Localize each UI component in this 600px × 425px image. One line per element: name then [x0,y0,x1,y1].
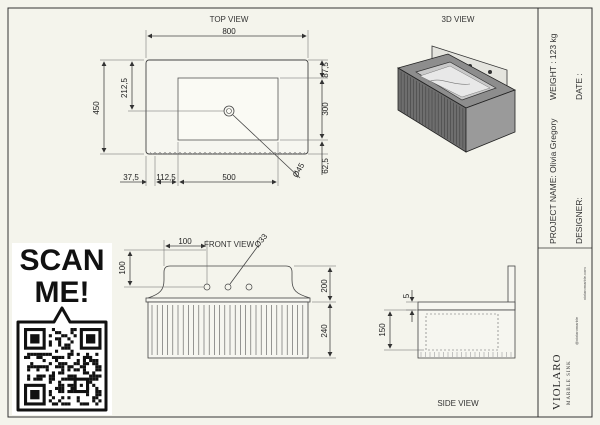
top-view-fluted-edge [149,151,306,155]
qr-code-icon[interactable] [24,328,102,406]
front-view-backsplash [147,265,311,299]
brand-tagline: MARBLE SINK [567,360,572,405]
dim-112-5: 112,5 [156,173,176,182]
dim-450: 450 [92,101,101,115]
dim-side-150: 150 [378,323,387,337]
dim-front-240: 240 [320,324,329,338]
dim-300: 300 [321,102,330,116]
top-view-label: TOP VIEW [210,15,249,24]
three-d-view: 3D VIEW [396,15,516,153]
dim-500: 500 [222,173,236,182]
sheet-border [7,7,593,418]
dim-side-5: 5 [402,293,411,298]
brand-contact-2: violaromarble.com [582,267,587,300]
side-view-label: SIDE VIEW [437,399,479,408]
side-view-body [417,309,516,359]
scan-text: SCAN [19,244,104,277]
three-d-side-face [465,89,516,153]
front-view-fluted-body [147,301,309,359]
dim-front-100-vertical: 100 [118,261,127,275]
weight: WEIGHT : 123 kg [548,33,558,100]
date: DATE : [574,73,584,100]
brand-contact-1: @violaromarble [574,316,579,345]
me-text: ME! [35,276,90,309]
dim-37-5: 37,5 [123,173,139,182]
front-view-tap-hole-right [245,283,253,291]
qr-panel: SCAN ME! [12,243,112,415]
project-name: PROJECT NAME: Olivia Gregory [548,118,558,244]
front-view-tap-hole-left [203,283,211,291]
front-view-label: FRONT VIEW [204,240,255,249]
dim-dia45: Ø45 [291,161,307,179]
side-view-basin-hidden-line [425,313,499,351]
dim-front-200: 200 [320,279,329,293]
brand-logo: VIOLARO [551,354,563,411]
side-view: SIDE VIEW 5 150 [378,265,516,408]
designer: DESIGNER: [574,197,584,244]
dim-800: 800 [222,27,236,36]
front-view: FRONT VIEW 100 Ø33 100 200 240 [118,231,336,359]
dim-212-5: 212,5 [120,77,129,98]
front-view-tap-hole-center [224,283,232,291]
dim-62-5: 62,5 [321,158,330,174]
dim-dia33: Ø33 [253,231,270,249]
top-view: TOP VIEW 800 450 212,5 87,5 300 62,5 [92,15,330,186]
title-block: PROJECT NAME: Olivia Gregory WEIGHT : 12… [538,33,592,410]
three-d-view-label: 3D VIEW [442,15,475,24]
dim-front-100-horizontal: 100 [178,237,192,246]
dim-87-5: 87,5 [321,62,330,78]
top-view-basin [177,77,279,141]
